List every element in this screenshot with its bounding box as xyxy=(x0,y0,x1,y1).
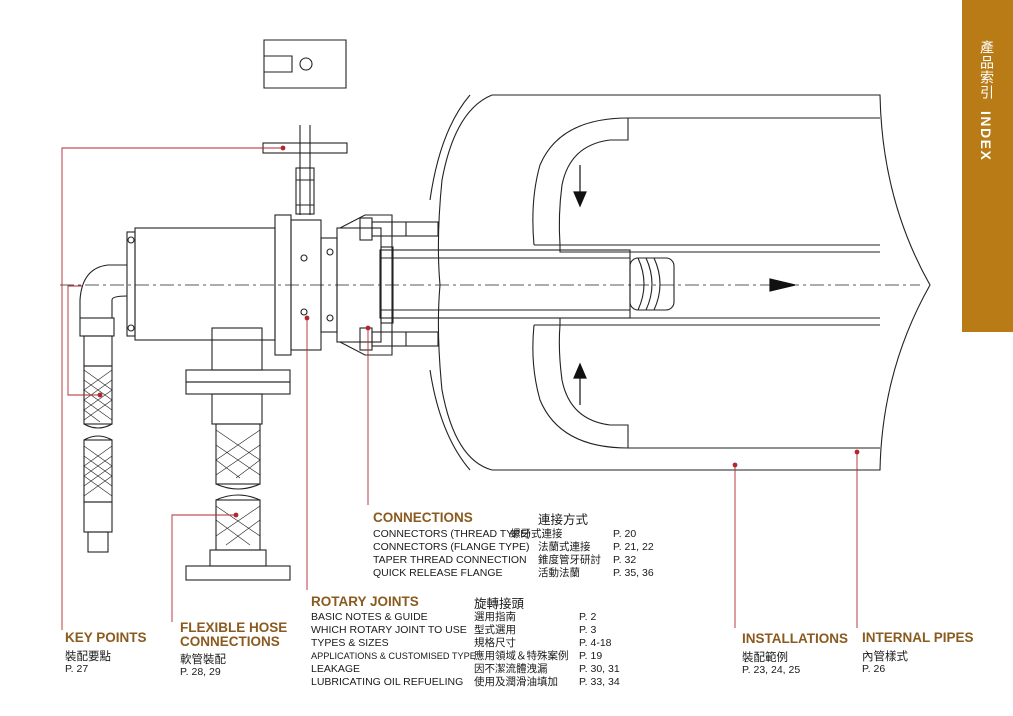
installations-page: P. 23, 24, 25 xyxy=(742,664,801,676)
flexible-hose-title-line1: FLEXIBLE HOSE xyxy=(180,620,288,635)
flexible-hose-zh: 軟管裝配 xyxy=(180,652,226,666)
internal-pipes-zh: 內管樣式 xyxy=(862,649,908,663)
support-bar xyxy=(262,125,348,215)
installations-zh: 裝配範例 xyxy=(742,650,788,664)
outlet-pipe xyxy=(185,327,291,425)
elbow-fitting xyxy=(79,264,128,337)
connections-zh: 連接方式 xyxy=(538,512,589,527)
leader-lines xyxy=(61,147,858,630)
installations-title: INSTALLATIONS xyxy=(742,631,848,646)
bottom-hose xyxy=(185,423,291,581)
key-points-title: KEY POINTS xyxy=(65,630,147,645)
index-tab-zh: 產品索引 xyxy=(978,40,994,100)
tie-rod-bolts xyxy=(359,217,439,351)
leader-dots xyxy=(97,145,860,518)
index-tab-en: INDEX xyxy=(978,111,994,162)
journal-shaft xyxy=(379,249,675,319)
internal-pipes-section[interactable]: INTERNAL PIPES 內管樣式 P. 26 xyxy=(862,630,974,676)
installations-section[interactable]: INSTALLATIONS 裝配範例 P. 23, 24, 25 xyxy=(742,631,848,677)
flexible-hose-section[interactable]: FLEXIBLE HOSE CONNECTIONS 軟管裝配 P. 28, 29 xyxy=(180,620,288,679)
index-tab-label: 產品索引 INDEX xyxy=(976,40,996,162)
flow-arrows xyxy=(573,165,796,405)
key-points-zh: 裝配要點 xyxy=(65,649,111,663)
index-side-tab[interactable]: 產品索引 INDEX xyxy=(962,0,1013,332)
left-hose xyxy=(83,335,113,553)
connections-title: CONNECTIONS xyxy=(373,510,473,525)
key-points-section[interactable]: KEY POINTS 裝配要點 P. 27 xyxy=(65,630,147,676)
flexible-hose-page: P. 28, 29 xyxy=(180,666,221,678)
rotary-joints-zh: 旋轉接頭 xyxy=(474,596,525,611)
internal-pipes-title: INTERNAL PIPES xyxy=(862,630,974,645)
mounting-bracket-detail xyxy=(263,39,347,89)
rotary-joints-title: ROTARY JOINTS xyxy=(311,594,419,609)
drum-shell xyxy=(429,94,931,471)
internal-pipes-page: P. 26 xyxy=(862,663,886,675)
flexible-hose-title-line2: CONNECTIONS xyxy=(180,634,280,649)
key-points-page: P. 27 xyxy=(65,663,89,675)
